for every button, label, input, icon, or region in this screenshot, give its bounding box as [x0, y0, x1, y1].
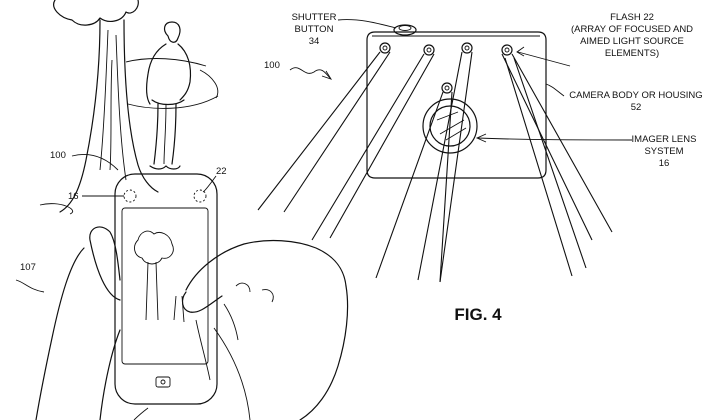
phone-flash-ref: 22: [216, 166, 227, 177]
shutter-button-label: SHUTTER: [292, 12, 337, 23]
camera-body-ref: 52: [631, 102, 642, 113]
flash-label-line2: (ARRAY OF FOCUSED AND: [571, 24, 693, 35]
imager-lens-label: IMAGER LENS: [632, 134, 697, 145]
camera-body: [366, 31, 547, 179]
left-leader-lines: [15, 154, 217, 293]
flash-array-emitters: [379, 42, 513, 94]
hands: [35, 226, 349, 420]
camera-leader-lines: [289, 19, 633, 143]
imager-lens-ref: 16: [659, 158, 670, 169]
flash-label-line3: AIMED LIGHT SOURCE: [580, 36, 684, 47]
shutter-button-label-line2: BUTTON: [295, 24, 334, 35]
hand-ref: 107: [20, 262, 36, 273]
shutter-button: [393, 24, 417, 36]
person-figure: [125, 21, 219, 170]
imager-lens-label-line2: SYSTEM: [644, 146, 683, 157]
phone-device-ref: 100: [50, 150, 66, 161]
tree-illustration: [39, 0, 159, 215]
smartphone: [114, 173, 218, 405]
camera-body-label: CAMERA BODY OR HOUSING: [569, 90, 702, 101]
camera-device-ref: 100: [264, 60, 280, 71]
flash-label: FLASH 22: [610, 12, 654, 23]
shutter-button-ref: 34: [309, 36, 320, 47]
phone-lens-ref: 16: [68, 191, 79, 202]
flash-light-beams: [257, 51, 613, 283]
figure-caption: FIG. 4: [454, 305, 502, 324]
flash-label-line4: ELEMENTS): [605, 48, 659, 59]
